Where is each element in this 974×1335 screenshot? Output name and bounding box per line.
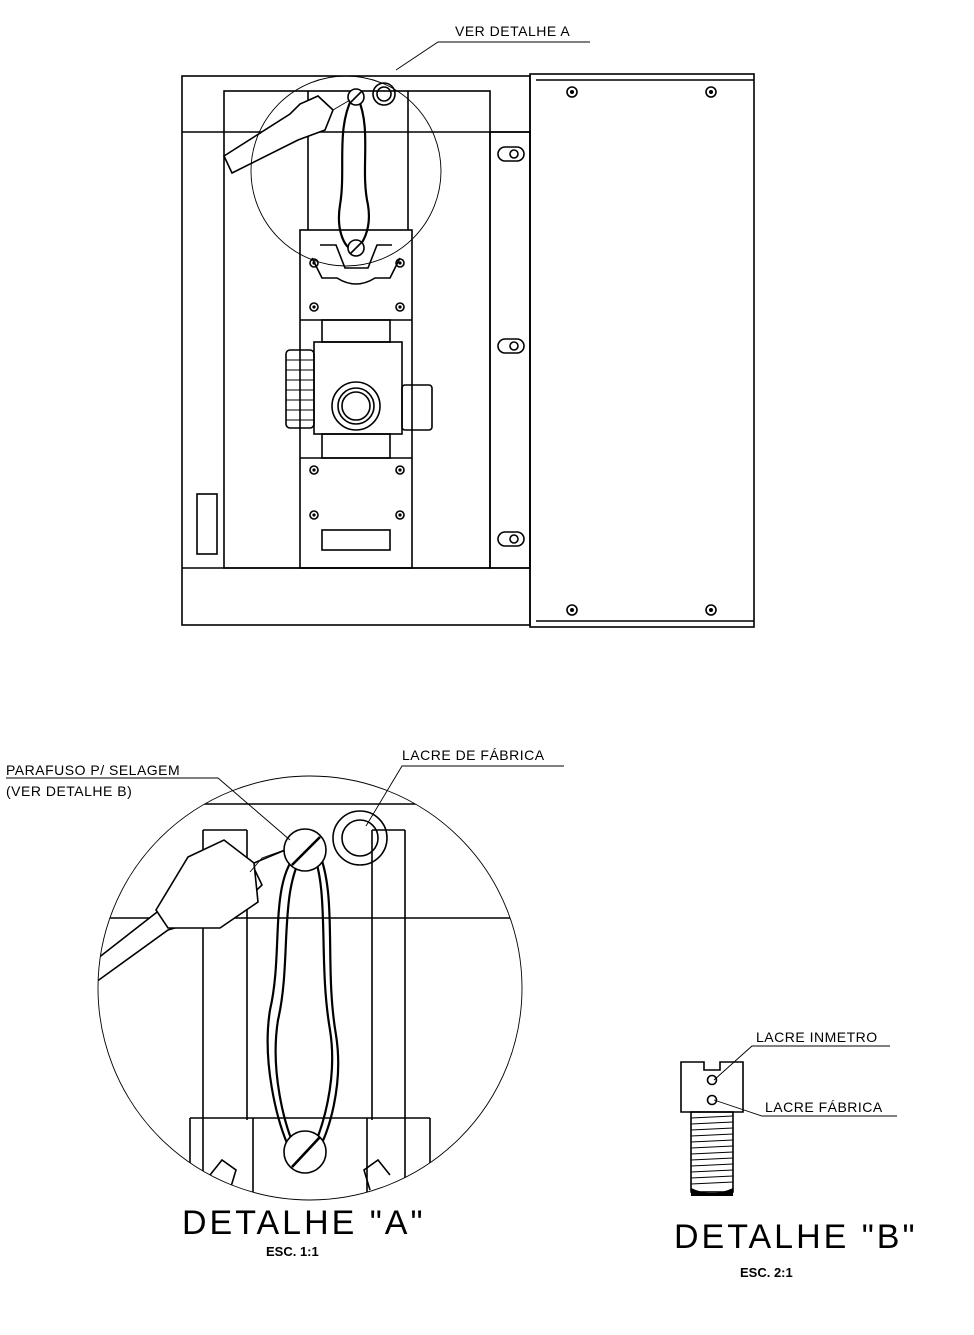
detail-b: LACRE INMETRO LACRE FÁBRICA DETALHE "B" …	[674, 1029, 918, 1280]
seal-label: LACRE DE FÁBRICA	[402, 747, 545, 763]
bracket-screw	[309, 258, 319, 268]
screw-label-leader	[6, 777, 291, 841]
meter-outlet	[331, 381, 381, 431]
hinge-slot	[497, 146, 525, 162]
inmetro-seal-hole	[706, 1074, 718, 1086]
bracket-screw	[395, 510, 405, 520]
detail-a-callout-leader	[395, 41, 590, 71]
screw-label-line1: PARAFUSO P/ SELAGEM	[6, 762, 180, 778]
door-screw	[705, 604, 717, 616]
bracket-screw	[309, 465, 319, 475]
hinge-slot	[497, 338, 525, 354]
door-screw	[566, 86, 578, 98]
detail-a-boundary	[97, 775, 523, 1201]
inmetro-label: LACRE INMETRO	[756, 1029, 878, 1045]
hinge-slot	[497, 531, 525, 547]
factory-seal-hole	[706, 1094, 718, 1106]
seal-tag	[155, 839, 259, 929]
meter-knob	[285, 349, 315, 429]
meter-column	[299, 229, 413, 569]
display-window	[196, 493, 218, 555]
main-view: VER DETALHE A	[181, 23, 755, 628]
bracket-screw	[395, 258, 405, 268]
detail-a-reference-circle	[250, 75, 442, 267]
bracket-screw	[309, 510, 319, 520]
factory-seal-ring	[372, 82, 396, 106]
fabrica-label: LACRE FÁBRICA	[765, 1099, 883, 1115]
bracket-screw	[309, 302, 319, 312]
screw-label-line2: (VER DETALHE B)	[6, 783, 132, 799]
detail-a-callout-label: VER DETALHE A	[455, 23, 570, 39]
seal-screw-detail-bottom	[283, 1130, 327, 1174]
bracket-screw	[395, 302, 405, 312]
seal-screw-detail-top	[283, 828, 327, 872]
main-seal-assembly	[222, 82, 396, 257]
door-screw	[705, 86, 717, 98]
detail-b-title: DETALHE "B"	[674, 1218, 918, 1256]
seal-label-leader	[365, 765, 564, 827]
detail-a: PARAFUSO P/ SELAGEM (VER DETALHE B) LACR…	[6, 747, 564, 1259]
detail-a-scale: ESC. 1:1	[266, 1244, 319, 1259]
door-panel	[529, 73, 755, 628]
sealing-wire	[249, 847, 340, 1151]
bracket-screw	[395, 465, 405, 475]
detail-a-title: DETALHE "A"	[182, 1204, 426, 1242]
inmetro-label-leader	[713, 1045, 890, 1081]
fabrica-label-leader	[713, 1099, 897, 1117]
door-screw	[566, 604, 578, 616]
detail-b-scale: ESC. 2:1	[740, 1265, 793, 1280]
threaded-shank	[690, 1111, 734, 1196]
factory-seal-detail	[332, 810, 388, 866]
